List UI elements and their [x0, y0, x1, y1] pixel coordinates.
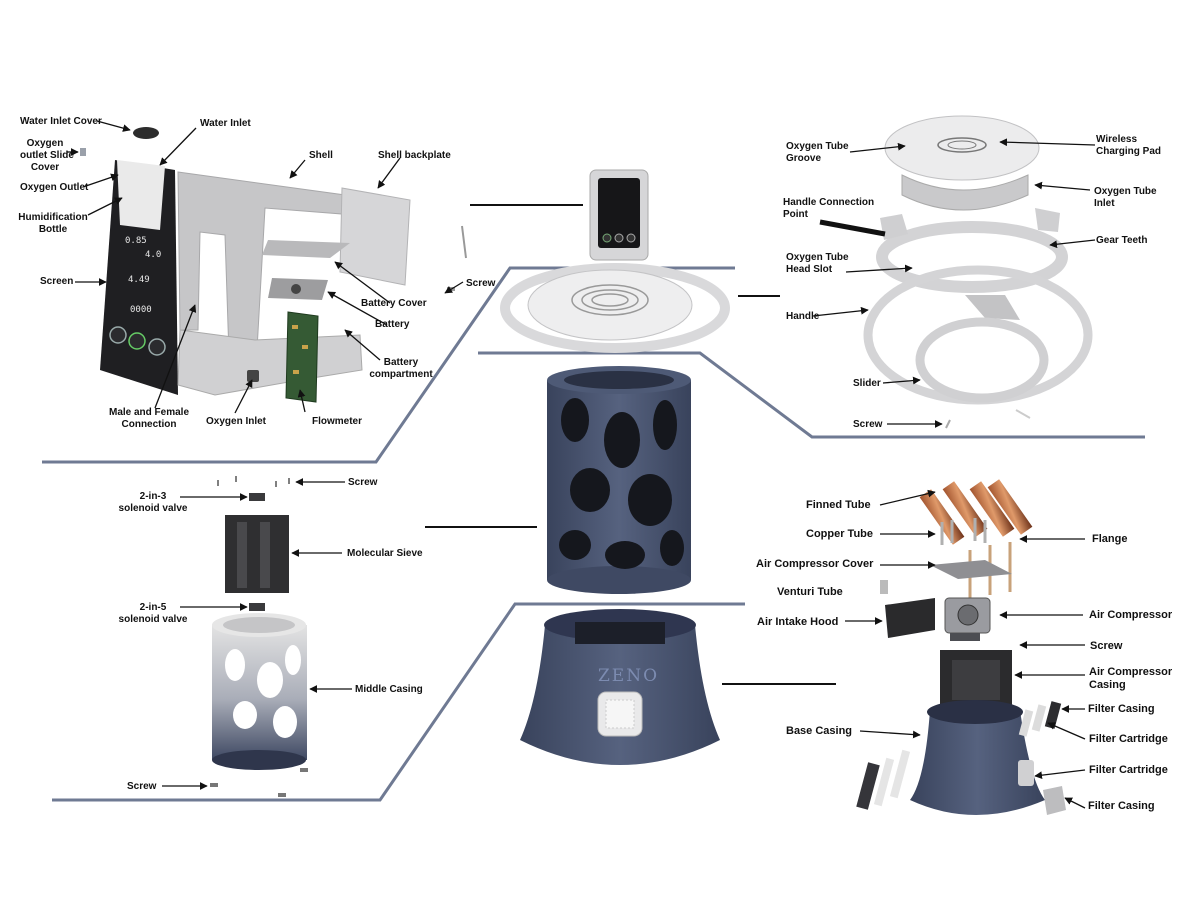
- screen-readout-4: 0000: [130, 305, 152, 315]
- molecular-sieve-part: [225, 515, 289, 593]
- label-oxygen-inlet: Oxygen Inlet: [206, 416, 267, 427]
- label-middle-casing: Middle Casing: [355, 684, 423, 695]
- label-shell-backplate: Shell backplate: [378, 150, 451, 161]
- label-male-female-connection: Male and Female Connection: [108, 407, 190, 430]
- label-filter-cartridge-1: Filter Cartridge: [1089, 733, 1168, 745]
- label-flowmeter: Flowmeter: [312, 416, 363, 427]
- label-air-compressor-casing: Air Compressor Casing: [1089, 666, 1173, 691]
- label-filter-casing-2: Filter Casing: [1088, 800, 1155, 812]
- label-oxygen-outlet: Oxygen Outlet: [20, 182, 89, 193]
- label-water-inlet: Water Inlet: [200, 118, 251, 129]
- label-screw-sieve: Screw: [348, 477, 378, 488]
- base-casing-part: [910, 710, 1045, 815]
- label-air-compressor-cover: Air Compressor Cover: [756, 558, 874, 570]
- label-oxygen-tube-head-slot: Oxygen Tube Head Slot: [786, 252, 849, 275]
- navy-middle-casing-part: [547, 366, 691, 594]
- screen-readout-2: 4.0: [145, 250, 162, 260]
- label-copper-tube: Copper Tube: [806, 528, 874, 540]
- screen-readout-3: 4.49: [128, 275, 150, 285]
- label-screw-compressor: Screw: [1090, 640, 1123, 652]
- label-oxygen-outlet-slide-cover: Oxygen outlet Slide Cover: [20, 138, 74, 173]
- label-humidification-bottle: Humidification Bottle: [18, 212, 88, 235]
- label-slider: Slider: [853, 378, 881, 389]
- water-inlet-cover-part: [133, 127, 159, 139]
- solenoid-2in3-part: [249, 493, 265, 501]
- zeno-logo: ZENO: [598, 666, 660, 686]
- air-compressor-part: [944, 597, 991, 641]
- handle-connection-pointer: [819, 219, 886, 237]
- air-intake-hood-part: [885, 598, 935, 638]
- label-air-intake-hood: Air Intake Hood: [757, 616, 839, 628]
- label-solenoid-2in5: 2-in-5 solenoid valve: [118, 602, 188, 625]
- label-gear-teeth: Gear Teeth: [1096, 235, 1148, 246]
- venturi-tube-part: [880, 580, 888, 594]
- label-venturi-tube: Venturi Tube: [777, 586, 843, 598]
- handheld-unit-group: [80, 127, 467, 403]
- label-screen: Screen: [40, 276, 74, 287]
- device-thumbnail: [589, 169, 649, 261]
- label-flange: Flange: [1092, 533, 1128, 545]
- label-filter-casing-1: Filter Casing: [1088, 703, 1155, 715]
- label-screw-top: Screw: [466, 278, 496, 289]
- leader-arrows: [67, 120, 1096, 809]
- air-compressor-cover-part: [930, 560, 1012, 579]
- label-battery: Battery: [375, 319, 410, 330]
- screen-readout-1: 0.85: [125, 236, 147, 246]
- label-handle-connection-point: Handle Connection Point: [783, 197, 875, 220]
- label-base-casing: Base Casing: [786, 725, 853, 737]
- navy-base-casing-part: [520, 609, 720, 765]
- slider-ring-part: [915, 317, 1049, 403]
- label-screw-bottom: Screw: [127, 781, 157, 792]
- label-air-compressor: Air Compressor: [1089, 609, 1173, 621]
- gear-ring-part: [876, 221, 1068, 293]
- label-battery-compartment: Battery compartment: [369, 357, 433, 380]
- sieve-column-group: [210, 476, 308, 797]
- label-handle: Handle: [786, 311, 820, 322]
- label-filter-cartridge-2: Filter Cartridge: [1089, 764, 1168, 776]
- label-screw-handle: Screw: [853, 419, 883, 430]
- label-wireless-charging-pad: Wireless Charging Pad: [1096, 134, 1162, 157]
- connector-lines: [425, 204, 836, 685]
- label-finned-tube: Finned Tube: [806, 499, 871, 511]
- label-water-inlet-cover: Water Inlet Cover: [20, 116, 102, 127]
- handle-exploded-group: [863, 115, 1093, 429]
- wireless-charging-pad-part: [884, 115, 1040, 181]
- label-molecular-sieve: Molecular Sieve: [347, 548, 423, 559]
- solenoid-2in5-part: [249, 603, 265, 611]
- compressor-exploded-group: [856, 479, 1066, 815]
- label-shell: Shell: [309, 150, 333, 161]
- label-solenoid-2in3: 2-in-3 solenoid valve: [118, 491, 188, 514]
- flowmeter-part: [285, 311, 319, 403]
- handle-assembly-center: [500, 263, 730, 353]
- label-oxygen-tube-inlet: Oxygen Tube Inlet: [1094, 186, 1157, 209]
- label-battery-cover: Battery Cover: [361, 298, 427, 309]
- shell-backplate-part: [339, 187, 411, 286]
- label-oxygen-tube-groove: Oxygen Tube Groove: [786, 141, 849, 164]
